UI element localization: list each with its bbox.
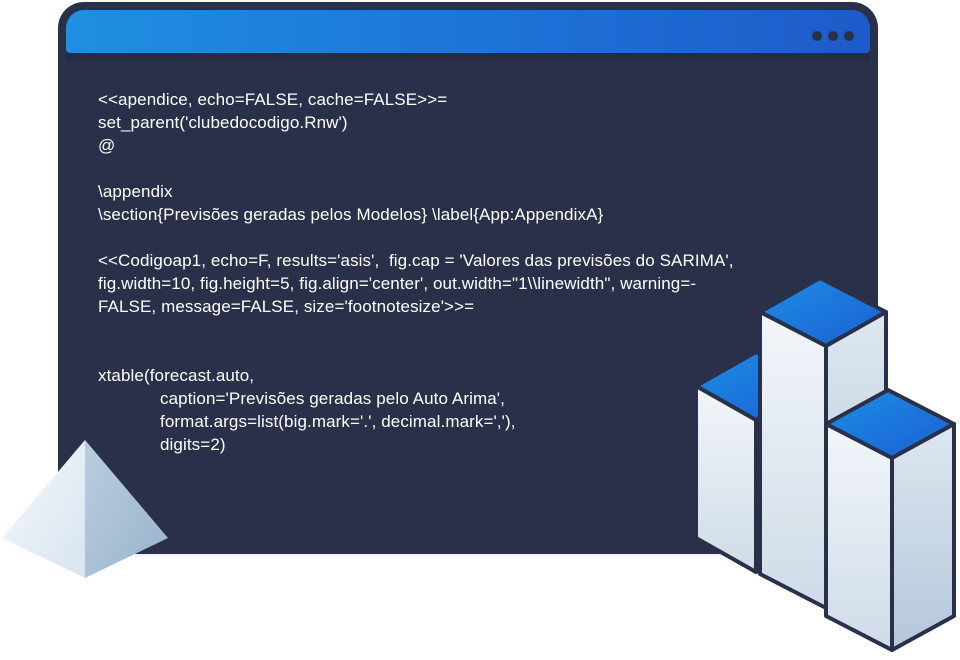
code-line: xtable(forecast.auto,	[98, 366, 255, 385]
pyramid-illustration	[2, 440, 168, 578]
code-line: FALSE, message=FALSE, size='footnotesize…	[98, 297, 475, 316]
code-line	[98, 157, 734, 180]
dot	[812, 31, 822, 41]
dot	[828, 31, 838, 41]
code-line: set_parent('clubedocodigo.Rnw')	[98, 113, 348, 132]
code-line: \section{Previsões geradas pelos Modelos…	[98, 205, 604, 224]
more-dots-icon[interactable]	[812, 31, 854, 41]
code-block: <<apendice, echo=FALSE, cache=FALSE>>= s…	[98, 88, 734, 456]
code-line: \appendix	[98, 182, 173, 201]
code-line	[98, 318, 734, 341]
code-line: digits=2)	[160, 435, 226, 454]
code-line: <<apendice, echo=FALSE, cache=FALSE>>=	[98, 90, 448, 109]
code-line	[98, 341, 734, 364]
code-window: <<apendice, echo=FALSE, cache=FALSE>>= s…	[58, 2, 878, 554]
bar-blocks-illustration	[694, 276, 956, 652]
code-line: fig.width=10, fig.height=5, fig.align='c…	[98, 274, 697, 293]
titlebar-divider	[66, 53, 870, 61]
code-line: @	[98, 136, 116, 155]
code-line: format.args=list(big.mark='.', decimal.m…	[160, 412, 516, 431]
code-line: <<Codigoap1, echo=F, results='asis', fig…	[98, 251, 734, 270]
dot	[844, 31, 854, 41]
code-line	[98, 226, 734, 249]
code-line: caption='Previsões geradas pelo Auto Ari…	[160, 389, 505, 408]
window-titlebar	[66, 10, 870, 53]
